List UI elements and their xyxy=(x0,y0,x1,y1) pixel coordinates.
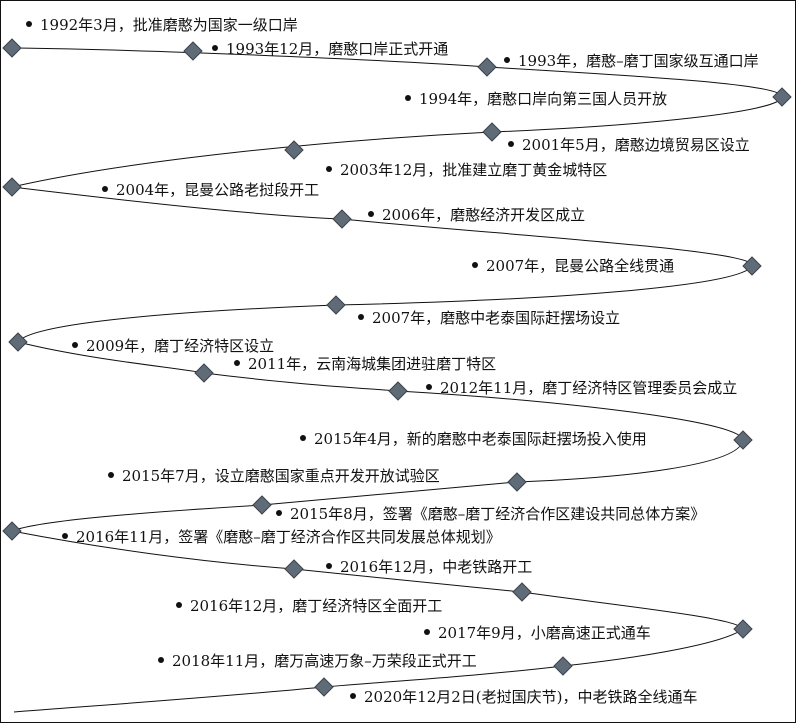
event-text: 1993年12月，磨憨口岸正式开通 xyxy=(226,40,449,58)
event-text: 2017年9月，小磨高速正式通车 xyxy=(438,624,651,642)
diamond-marker-icon xyxy=(2,177,22,197)
bullet-icon xyxy=(26,21,32,27)
event-label: 2007年，磨憨中老泰国际赶摆场设立 xyxy=(358,309,620,327)
event-label: 2007年，昆曼公路全线贯通 xyxy=(472,257,674,275)
bullet-icon xyxy=(62,533,68,539)
event-text: 2015年7月，设立磨憨国家重点开发开放试验区 xyxy=(122,467,440,485)
event-label: 2016年12月，中老铁路开工 xyxy=(326,558,532,576)
bullet-icon xyxy=(176,602,182,608)
diamond-marker-icon xyxy=(512,582,532,602)
event-text: 2016年12月，磨丁经济特区全面开工 xyxy=(190,597,443,615)
event-text: 2015年8月，签署《磨憨–磨丁经济合作区建设共同总体方案》 xyxy=(290,505,706,523)
diamond-marker-icon xyxy=(742,256,762,276)
diamond-marker-icon xyxy=(772,87,792,107)
diamond-marker-icon xyxy=(332,209,352,229)
event-label: 2009年，磨丁经济特区设立 xyxy=(72,337,274,355)
event-label: 2011年，云南海城集团进驻磨丁特区 xyxy=(234,355,496,373)
event-label: 2015年4月，新的磨憨中老泰国际赶摆场投入使用 xyxy=(300,430,647,448)
event-text: 1994年，磨憨口岸向第三国人员开放 xyxy=(419,90,668,108)
event-text: 1993年，磨憨–磨丁国家级互通口岸 xyxy=(518,52,759,70)
event-label: 2001年5月，磨憨边境贸易区设立 xyxy=(508,136,750,154)
bullet-icon xyxy=(504,57,510,63)
event-text: 2016年12月，中老铁路开工 xyxy=(340,558,533,576)
diamond-marker-icon xyxy=(326,295,346,315)
diamond-marker-icon xyxy=(2,38,22,58)
bullet-icon xyxy=(102,186,108,192)
diamond-marker-icon xyxy=(183,41,203,61)
diamond-marker-icon xyxy=(284,559,304,579)
event-text: 2018年11月，磨万高速万象–万荣段正式开工 xyxy=(172,652,477,670)
diamond-marker-icon xyxy=(553,656,573,676)
event-label: 1993年，磨憨–磨丁国家级互通口岸 xyxy=(504,52,759,70)
diamond-marker-icon xyxy=(482,122,502,142)
event-label: 2018年11月，磨万高速万象–万荣段正式开工 xyxy=(158,652,477,670)
bullet-icon xyxy=(158,657,164,663)
event-label: 2004年，昆曼公路老挝段开工 xyxy=(102,181,319,199)
event-label: 1994年，磨憨口岸向第三国人员开放 xyxy=(405,90,667,108)
bullet-icon xyxy=(326,563,332,569)
event-text: 1992年3月，批准磨憨为国家一级口岸 xyxy=(40,16,298,34)
event-text: 2011年，云南海城集团进驻磨丁特区 xyxy=(248,355,497,373)
event-text: 2016年11月，签署《磨憨–磨丁经济合作区共同发展总体规划》 xyxy=(76,528,501,546)
diamond-marker-icon xyxy=(194,363,214,383)
bullet-icon xyxy=(300,435,306,441)
bullet-icon xyxy=(368,211,374,217)
event-text: 2015年4月，新的磨憨中老泰国际赶摆场投入使用 xyxy=(314,430,647,448)
bullet-icon xyxy=(212,45,218,51)
bullet-icon xyxy=(405,95,411,101)
diamond-marker-icon xyxy=(252,495,272,515)
diamond-marker-icon xyxy=(733,619,753,639)
event-text: 2004年，昆曼公路老挝段开工 xyxy=(116,181,320,199)
diamond-marker-icon xyxy=(507,472,527,492)
bullet-icon xyxy=(234,360,240,366)
event-label: 1993年12月，磨憨口岸正式开通 xyxy=(212,40,448,58)
event-label: 1992年3月，批准磨憨为国家一级口岸 xyxy=(26,16,298,34)
bullet-icon xyxy=(508,141,514,147)
event-label: 2017年9月，小磨高速正式通车 xyxy=(424,624,651,642)
diamond-marker-icon xyxy=(388,381,408,401)
bullet-icon xyxy=(326,166,332,172)
serpentine-timeline-path xyxy=(10,47,783,713)
bullet-icon xyxy=(426,384,432,390)
diamond-marker-icon xyxy=(2,521,22,541)
bullet-icon xyxy=(72,342,78,348)
event-text: 2001年5月，磨憨边境贸易区设立 xyxy=(522,136,750,154)
event-label: 2016年11月，签署《磨憨–磨丁经济合作区共同发展总体规划》 xyxy=(62,528,501,546)
bullet-icon xyxy=(424,629,430,635)
diamond-marker-icon xyxy=(733,430,753,450)
event-text: 2007年，磨憨中老泰国际赶摆场设立 xyxy=(372,309,621,327)
bullet-icon xyxy=(358,314,364,320)
bullet-icon xyxy=(350,693,356,699)
bullet-icon xyxy=(108,472,114,478)
event-label: 2006年，磨憨经济开发区成立 xyxy=(368,206,585,224)
diamond-marker-icon xyxy=(284,140,304,160)
event-label: 2020年12月2日(老挝国庆节)，中老铁路全线通车 xyxy=(350,688,698,706)
bullet-icon xyxy=(276,510,282,516)
event-label: 2016年12月，磨丁经济特区全面开工 xyxy=(176,597,442,615)
event-text: 2006年，磨憨经济开发区成立 xyxy=(382,206,586,224)
event-text: 2020年12月2日(老挝国庆节)，中老铁路全线通车 xyxy=(364,688,698,706)
event-label: 2015年7月，设立磨憨国家重点开发开放试验区 xyxy=(108,467,440,485)
diamond-marker-icon xyxy=(8,332,28,352)
event-text: 2003年12月，批准建立磨丁黄金城特区 xyxy=(340,161,608,179)
event-text: 2009年，磨丁经济特区设立 xyxy=(86,337,275,355)
event-text: 2007年，昆曼公路全线贯通 xyxy=(486,257,675,275)
event-label: 2003年12月，批准建立磨丁黄金城特区 xyxy=(326,161,607,179)
diamond-marker-icon xyxy=(477,57,497,77)
event-label: 2012年11月，磨丁经济特区管理委员会成立 xyxy=(426,379,737,397)
event-label: 2015年8月，签署《磨憨–磨丁经济合作区建设共同总体方案》 xyxy=(276,505,705,523)
diamond-marker-icon xyxy=(314,677,334,697)
bullet-icon xyxy=(472,262,478,268)
milestone-markers xyxy=(2,38,792,697)
event-text: 2012年11月，磨丁经济特区管理委员会成立 xyxy=(440,379,738,397)
